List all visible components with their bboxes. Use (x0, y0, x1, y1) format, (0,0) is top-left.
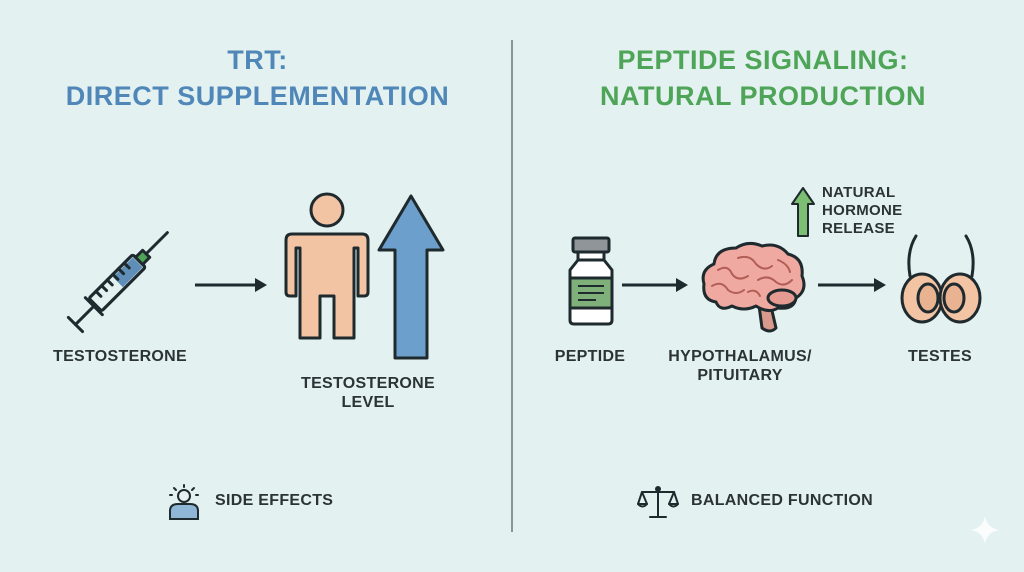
peptide-title-line1: PEPTIDE SIGNALING: (617, 45, 909, 75)
level-label: TESTOSTERONE LEVEL (283, 374, 453, 412)
brain-icon (701, 241, 806, 333)
trt-title-line2: DIRECT SUPPLEMENTATION (65, 81, 450, 111)
testes-icon (900, 234, 982, 324)
peptide-vial-icon (568, 236, 614, 326)
arrow-right-icon (818, 278, 886, 292)
brain-label-line2: PITUITARY (697, 367, 783, 384)
arrow-right-icon (622, 278, 688, 292)
balance-scale-icon (637, 486, 679, 518)
trt-title: TRT: DIRECT SUPPLEMENTATION (30, 42, 485, 114)
peptide-title: PEPTIDE SIGNALING: NATURAL PRODUCTION (528, 42, 998, 114)
green-up-arrow-icon (791, 187, 815, 237)
person-icon (284, 192, 370, 340)
trt-title-line1: TRT: (227, 45, 288, 75)
release-line3: RELEASE (822, 220, 895, 237)
center-divider (511, 40, 513, 532)
level-up-arrow-icon (377, 194, 445, 360)
brain-label: HYPOTHALAMUS/ PITUITARY (660, 347, 820, 385)
syringe-icon (66, 231, 169, 334)
peptide-title-line2: NATURAL PRODUCTION (600, 81, 926, 111)
level-label-line1: TESTOSTERONE (301, 375, 435, 392)
natural-release-label: NATURAL HORMONE RELEASE (822, 184, 922, 238)
balanced-function-label: BALANCED FUNCTION (691, 492, 873, 509)
release-line1: NATURAL (822, 184, 896, 201)
release-line2: HORMONE (822, 202, 903, 219)
stressed-person-icon (169, 484, 199, 520)
level-label-line2: LEVEL (341, 394, 395, 411)
syringe-label: TESTOSTERONE (53, 348, 187, 365)
testes-label: TESTES (907, 348, 973, 365)
arrow-right-icon (195, 278, 267, 292)
side-effects-label: SIDE EFFECTS (215, 492, 334, 509)
brain-label-line1: HYPOTHALAMUS/ (668, 348, 812, 365)
peptide-label: PEPTIDE (554, 348, 626, 365)
sparkle-icon (971, 516, 999, 544)
